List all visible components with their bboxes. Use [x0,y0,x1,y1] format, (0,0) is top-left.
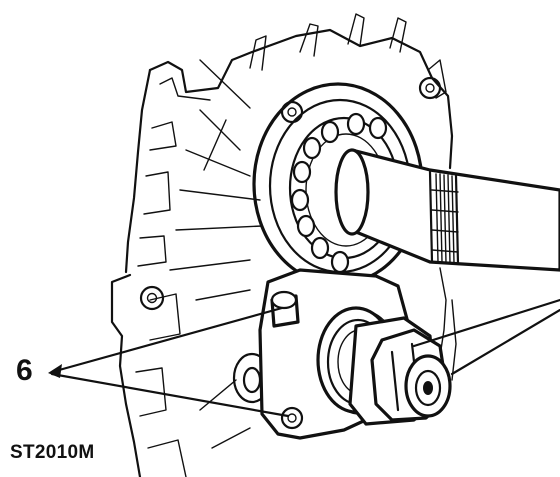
drive-flange-nut [348,316,452,426]
leader-lines-6 [48,306,290,418]
plate-fixing-bolts [270,290,304,430]
casing-ribs [169,59,263,449]
callout-number-6: 6 [16,354,33,387]
figure-reference-code: ST2010M [10,442,95,463]
output-shaft [334,148,560,272]
ball-bearing [290,112,388,274]
leader-lines-right [412,298,560,376]
